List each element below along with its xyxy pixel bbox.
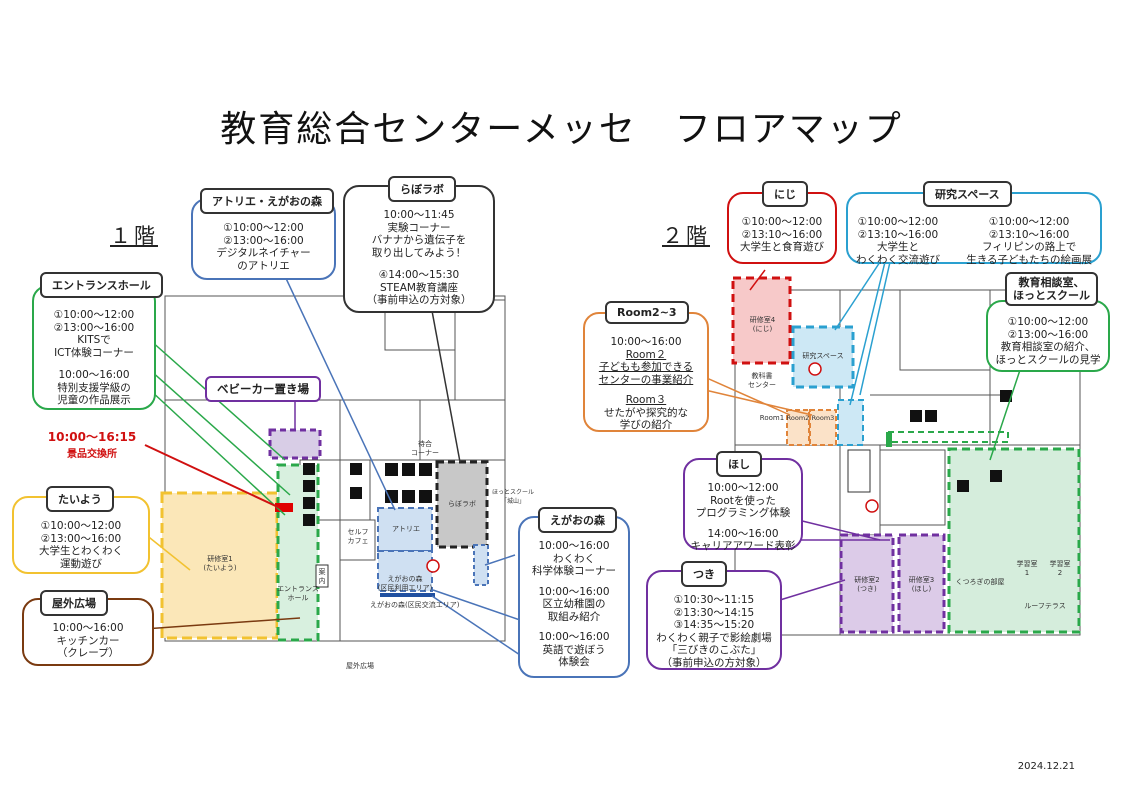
stamp-icon-1f	[426, 559, 440, 573]
tab-stroller[interactable]: ベビーカー置き場	[205, 376, 321, 402]
room-egao[interactable]	[377, 550, 433, 592]
tab-outdoor: 屋外広場	[40, 590, 108, 616]
room-kenshu2[interactable]	[839, 533, 895, 634]
tab-entrance: エントランスホール	[40, 272, 163, 298]
label-kurotsugi: くつろぎの部屋	[955, 578, 1005, 586]
tab-room23: Room2~3	[605, 301, 689, 324]
room-egao-side[interactable]	[473, 544, 489, 586]
label-kenshu1: 研修室1(たいよう)	[203, 555, 237, 572]
room-room3[interactable]	[809, 409, 837, 446]
label-kenkyu-space: 研究スペース	[802, 352, 844, 360]
soudan-marker	[886, 432, 892, 447]
stairs	[847, 449, 871, 493]
annai-box	[315, 564, 329, 588]
label-labolab: らぼラボ	[448, 500, 476, 508]
tab-atelier: アトリエ・えがおの森	[200, 188, 334, 214]
egao-bar	[380, 593, 435, 597]
label-entrance-hall: エントランスホール	[277, 585, 319, 602]
floor2-heading: ２階	[662, 224, 710, 248]
label-kyouiku-center: 教科書センター	[748, 372, 776, 389]
room-atelier[interactable]	[377, 507, 433, 552]
page-title: 教育総合センターメッセ フロアマップ	[220, 109, 903, 150]
label-egao-caption: えがおの森(区民交流エリア)	[370, 601, 460, 609]
floor1-heading: １階	[110, 224, 158, 248]
label-room1: Room1	[759, 414, 785, 422]
label-kenshu2: 研修室2(つき)	[854, 576, 880, 593]
tab-niji: にじ	[762, 181, 808, 207]
room-kenkyu-space-2[interactable]	[837, 399, 864, 446]
tab-tsuki: つき	[681, 561, 727, 587]
label-annai: 案内	[318, 568, 326, 585]
label-roof-terrace: ルーフテラス	[1024, 602, 1066, 610]
tab-taiyou: たいよう	[46, 486, 114, 512]
tab-soudan: 教育相談室、ほっとスクール	[1005, 272, 1098, 306]
tab-hoshi: ほし	[716, 451, 762, 477]
room-kenshu3[interactable]	[897, 533, 946, 634]
label-room2: Room2	[786, 414, 810, 422]
room-kenkyu-space[interactable]	[791, 325, 855, 389]
prize-marker	[275, 503, 293, 512]
room-room2[interactable]	[786, 409, 810, 446]
floor2-restroom-icons	[910, 390, 1012, 492]
floor1-restroom-icons	[303, 463, 432, 526]
room-labolab[interactable]	[435, 460, 489, 549]
stamp-icon-2f-a	[808, 362, 822, 376]
prize-exchange[interactable]: 10:00～16:15 景品交換所	[47, 430, 137, 460]
line-atelier	[274, 254, 396, 511]
label-hotto-school: ほっとスクール「城山」	[491, 489, 534, 505]
tab-egao: えがおの森	[538, 507, 617, 533]
tab-labolab: らぼラボ	[388, 176, 456, 202]
stamp-icon-2f-b	[865, 499, 879, 513]
label-kenshu3: 研修室3(ほし)	[908, 576, 935, 593]
room-entrance-hall[interactable]	[276, 463, 320, 642]
label-self-cafe: セルフカフェ	[347, 528, 369, 545]
label-room3: Room3	[811, 414, 835, 422]
label-egao-area: えがおの森(区民利用エリア)	[377, 575, 433, 592]
label-gaikou: 屋外広場	[346, 662, 374, 670]
label-machiai: 待合コーナー	[411, 440, 439, 457]
room-soudan[interactable]	[947, 447, 1081, 634]
label-kenshu4: 研修室4(にじ)	[749, 316, 776, 333]
label-atelier: アトリエ	[392, 525, 420, 533]
room-kenshu4[interactable]	[731, 276, 792, 365]
date-stamp: 2024.12.21	[1017, 761, 1075, 772]
callout-room23[interactable]: 10:00～16:00 Room２ 子どもも参加できる センターの事業紹介 Ro…	[583, 312, 709, 432]
tab-kenkyu: 研究スペース	[923, 181, 1012, 207]
